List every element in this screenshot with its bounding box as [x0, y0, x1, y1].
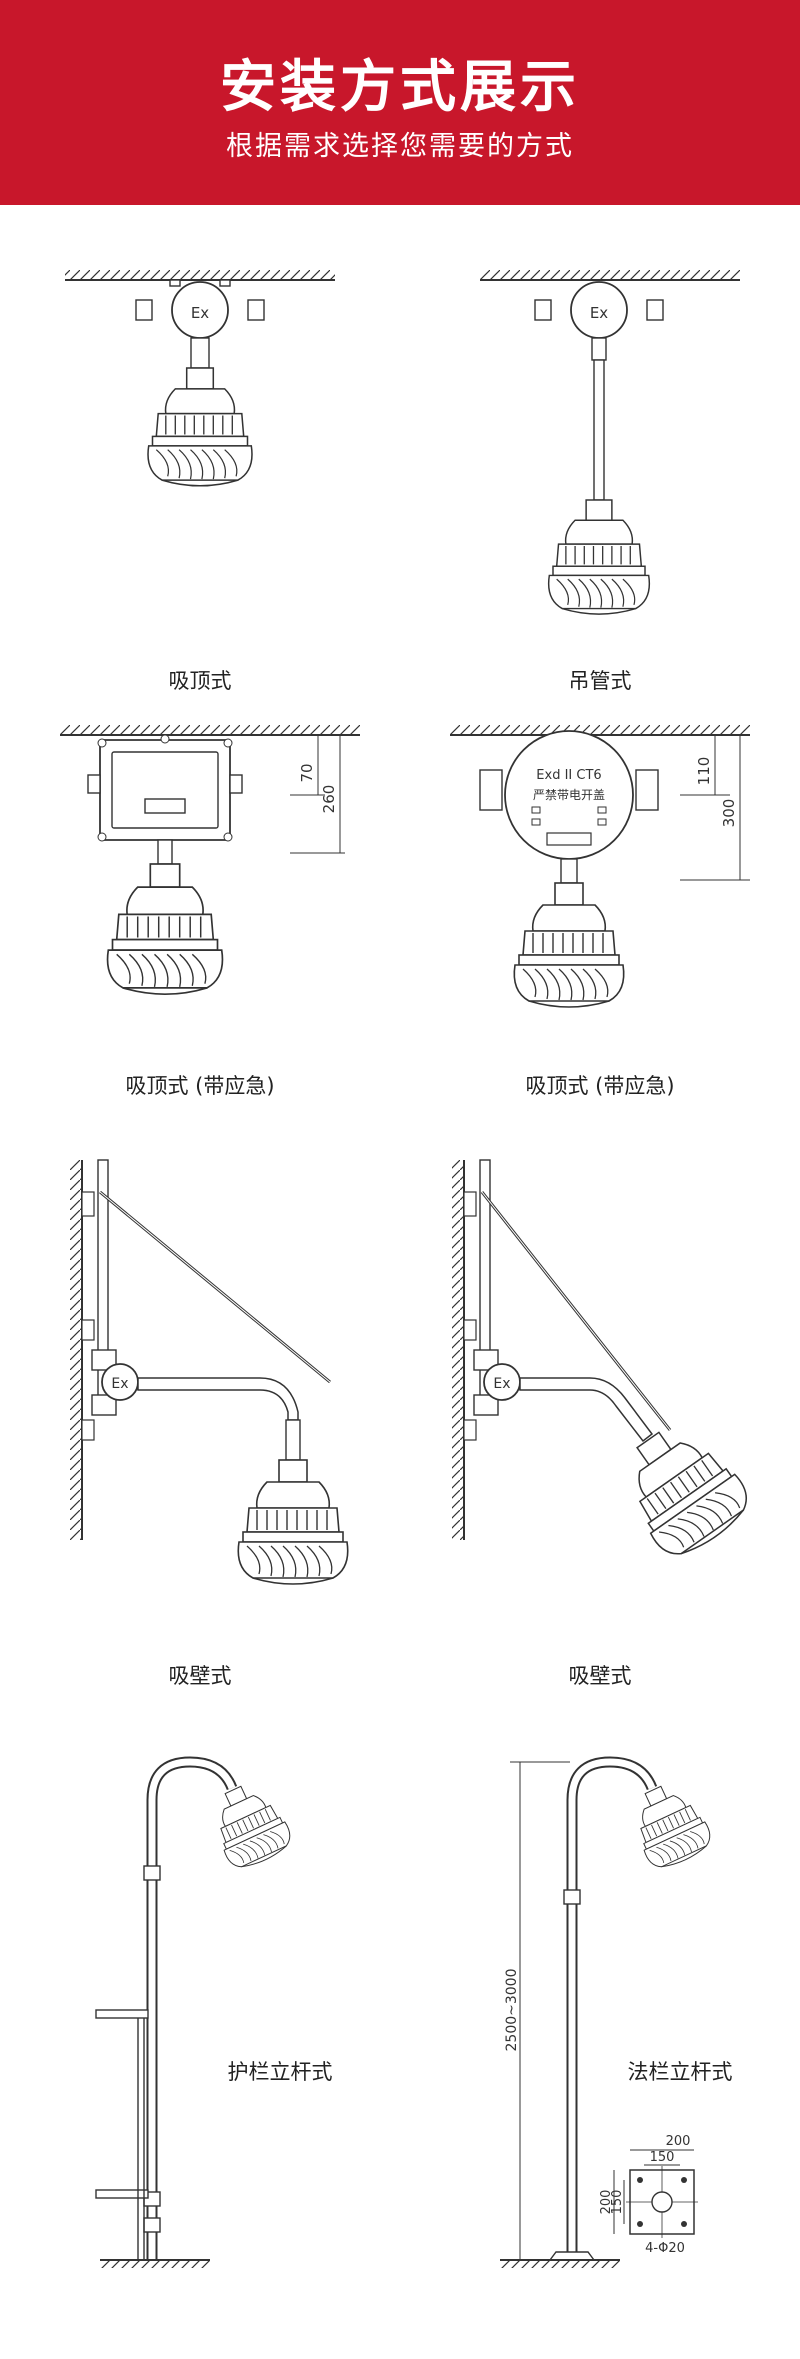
caption-wall-mount-a: 吸壁式: [168, 1664, 232, 1688]
caption-flange-pole: 法栏立杆式: [627, 2060, 733, 2084]
base-width-150: 150: [650, 2150, 675, 2165]
base-height-150: 150: [610, 2190, 625, 2215]
caption-ceiling-emergency-b: 吸顶式 (带应急): [525, 1074, 675, 1098]
diagram-ceiling-emergency-a: 70 260: [40, 715, 380, 1045]
warning-label: 严禁带电开盖: [533, 788, 605, 802]
ex-mark: Ex: [493, 1376, 510, 1392]
bolt-spec: 4-Φ20: [645, 2241, 685, 2256]
diagram-wall-mount-b: Ex: [440, 1150, 780, 1650]
header-banner: 安装方式展示 根据需求选择您需要的方式: [0, 0, 800, 205]
page-subtitle: 根据需求选择您需要的方式: [226, 131, 574, 162]
dimension-300: 300: [720, 799, 738, 828]
caption-ceiling-mount: 吸顶式: [168, 669, 232, 693]
caption-wall-mount-b: 吸壁式: [568, 1664, 632, 1688]
exd-mark: Exd II CT6: [536, 768, 601, 783]
base-width-200: 200: [666, 2134, 691, 2149]
page-title: 安装方式展示: [220, 55, 580, 120]
diagram-ceiling-mount: Ex: [40, 250, 360, 570]
dimension-260: 260: [320, 785, 338, 814]
diagram-flange-pole: 2500~3000 200 150 200 150 4-Φ20: [440, 1740, 800, 2280]
caption-ceiling-emergency-a: 吸顶式 (带应急): [125, 1074, 275, 1098]
pole-height-dimension: 2500~3000: [504, 1969, 520, 2052]
base-height-200: 200: [599, 2190, 614, 2215]
ex-mark: Ex: [590, 304, 608, 322]
ex-mark: Ex: [191, 304, 209, 322]
ex-mark: Ex: [111, 1376, 128, 1392]
diagram-ceiling-emergency-b: Exd II CT6 严禁带电开盖 110 300: [440, 715, 780, 1055]
caption-guardrail-pole: 护栏立杆式: [227, 2060, 333, 2084]
dimension-70: 70: [298, 763, 316, 782]
diagram-pipe-pendant: Ex: [440, 250, 760, 650]
dimension-110: 110: [695, 757, 713, 786]
diagram-guardrail-pole: [40, 1740, 400, 2280]
caption-pipe-pendant: 吊管式: [568, 669, 632, 693]
diagram-wall-mount-a: Ex: [60, 1150, 400, 1650]
